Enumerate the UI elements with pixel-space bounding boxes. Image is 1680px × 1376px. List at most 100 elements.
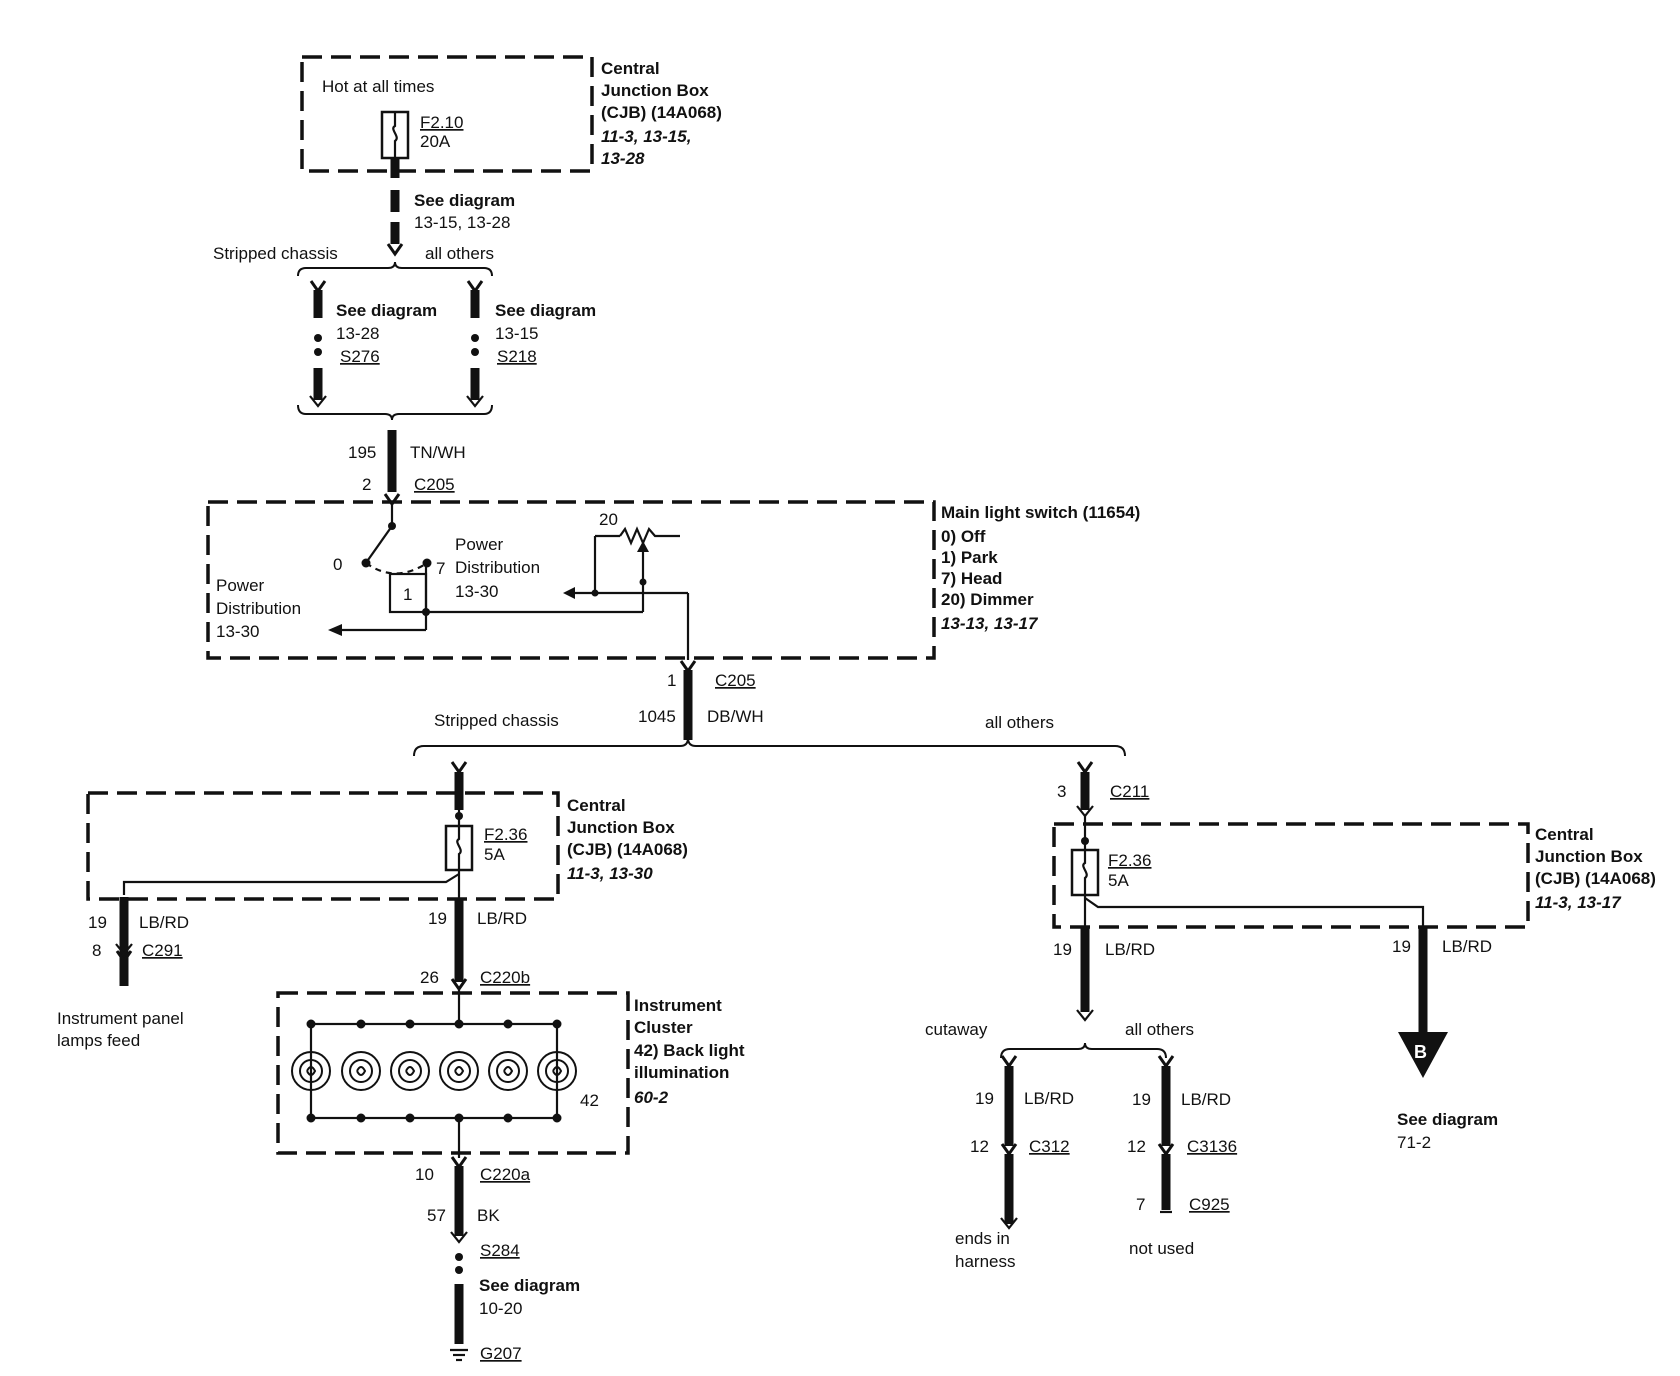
branch1-left-ref: 13-28 xyxy=(336,324,379,343)
cjb-right-w1-color: LB/RD xyxy=(1105,940,1155,959)
cjb-left-box xyxy=(86,791,560,901)
branch1-left-label: Stripped chassis xyxy=(213,244,338,263)
branch1-right-see: See diagram xyxy=(495,301,596,320)
splice-s284: S284 xyxy=(480,1241,520,1260)
splice-s276: S276 xyxy=(340,347,380,366)
cjb-left-title-2: Junction Box xyxy=(567,818,675,837)
branch1-right-label: all others xyxy=(425,244,494,263)
connector-c925: C925 xyxy=(1189,1195,1230,1214)
main-light-switch-box xyxy=(206,500,936,660)
cjb-right-w2-color: LB/RD xyxy=(1442,937,1492,956)
ends-in-harness-1: ends in xyxy=(955,1229,1010,1248)
branch1-left-see: See diagram xyxy=(336,301,437,320)
not-used-label: not used xyxy=(1129,1239,1194,1258)
cjb-top-title-1: Central xyxy=(601,59,660,78)
switch-pos-0-label: 0 xyxy=(333,555,342,574)
out-circuit: 1045 xyxy=(638,707,676,726)
ground-g207: G207 xyxy=(480,1344,522,1363)
fuse-right-amp: 5A xyxy=(1108,871,1129,890)
switch-pos-7-label: 7 xyxy=(436,559,445,578)
switch-refs: 13-13, 13-17 xyxy=(941,614,1039,633)
cluster-pin-in: 26 xyxy=(420,968,439,987)
connector-c291: C291 xyxy=(142,941,183,960)
cjb-top-title-3: (CJB) (14A068) xyxy=(601,103,722,122)
pd-left-3: 13-30 xyxy=(216,622,259,641)
cjb-left-w2-circuit: 19 xyxy=(428,909,447,928)
b-see-diagram: See diagram xyxy=(1397,1110,1498,1129)
branch3-l-color: LB/RD xyxy=(1024,1089,1074,1108)
fuse-f2-10-label: F2.10 xyxy=(420,113,463,132)
connector-b-label: B xyxy=(1414,1042,1427,1062)
cluster-ref: 60-2 xyxy=(634,1088,669,1107)
out-pin: 1 xyxy=(667,671,676,690)
pd-right-3: 13-30 xyxy=(455,582,498,601)
cluster-title-2: Cluster xyxy=(634,1018,693,1037)
brace-branch-3 xyxy=(1000,1042,1167,1059)
cjb-left-w2-color: LB/RD xyxy=(477,909,527,928)
ground-see-ref: 10-20 xyxy=(479,1299,522,1318)
connector-c211: C211 xyxy=(1110,782,1149,801)
branch3-r-color: LB/RD xyxy=(1181,1090,1231,1109)
ground-symbol xyxy=(450,1348,468,1362)
ends-in-harness-2: harness xyxy=(955,1252,1015,1271)
lamp-bus xyxy=(309,1022,559,1120)
branch3-r-circuit: 19 xyxy=(1132,1090,1151,1109)
feed-connector: C205 xyxy=(414,475,455,494)
cjb-top-refs-1: 11-3, 13-15, xyxy=(601,127,691,146)
connector-b-arrow xyxy=(1398,1032,1448,1078)
out-color: DB/WH xyxy=(707,707,764,726)
cluster-title-3: 42) Back light xyxy=(634,1041,745,1060)
switch-pos-off: 0) Off xyxy=(941,527,986,546)
cluster-title-4: illumination xyxy=(634,1063,729,1082)
lamps-feed-1: Instrument panel xyxy=(57,1009,184,1028)
branch3-r-pin2: 7 xyxy=(1136,1195,1145,1214)
cjb-top-refs-2: 13-28 xyxy=(601,149,645,168)
lamps-feed-2: lamps feed xyxy=(57,1031,140,1050)
cjb-left-title-1: Central xyxy=(567,796,626,815)
gnd-color: BK xyxy=(477,1206,500,1225)
fuse-left-label: F2.36 xyxy=(484,825,527,844)
switch-pos-head: 7) Head xyxy=(941,569,1002,588)
out-connector: C205 xyxy=(715,671,756,690)
cjb-right-w2-circuit: 19 xyxy=(1392,937,1411,956)
connector-c312: C312 xyxy=(1029,1137,1070,1156)
brace-branch-1 xyxy=(297,261,493,277)
branch3-r-pin: 12 xyxy=(1127,1137,1146,1156)
branch2-right-label: all others xyxy=(985,713,1054,732)
pd-right-2: Distribution xyxy=(455,558,540,577)
cjb-top-title-2: Junction Box xyxy=(601,81,709,100)
switch-pos-dimmer: 20) Dimmer xyxy=(941,590,1034,609)
fuse-left-amp: 5A xyxy=(484,845,505,864)
branch3-l-pin: 12 xyxy=(970,1137,989,1156)
cjb-right-title-3: (CJB) (14A068) xyxy=(1535,869,1656,888)
switch-title: Main light switch (11654) xyxy=(941,503,1140,522)
feed-pin: 2 xyxy=(362,475,371,494)
splice-s218: S218 xyxy=(497,347,537,366)
switch-pos-20-label: 20 xyxy=(599,510,618,529)
branch3-right-label: all others xyxy=(1125,1020,1194,1039)
cjb-left-w1-circuit: 19 xyxy=(88,913,107,932)
cluster-pin-out: 10 xyxy=(415,1165,434,1184)
cluster-title-1: Instrument xyxy=(634,996,722,1015)
connector-c220a: C220a xyxy=(480,1165,531,1184)
switch-pos-park: 1) Park xyxy=(941,548,998,567)
switch-pos-1-label: 1 xyxy=(403,585,412,604)
cjb-top-box xyxy=(300,55,594,173)
switch-blade xyxy=(367,525,393,561)
cjb-right-refs: 11-3, 13-17 xyxy=(1535,893,1622,912)
cjb-right-box xyxy=(1052,822,1530,929)
connector-c3136: C3136 xyxy=(1187,1137,1237,1156)
cjb-left-w1-pin: 8 xyxy=(92,941,101,960)
branch3-l-circuit: 19 xyxy=(975,1089,994,1108)
pd-left-1: Power xyxy=(216,576,265,595)
feed-color: TN/WH xyxy=(410,443,466,462)
cjb-right-title-2: Junction Box xyxy=(1535,847,1643,866)
cjb-right-pin-in: 3 xyxy=(1057,782,1066,801)
cjb-right-title-1: Central xyxy=(1535,825,1594,844)
gnd-circuit: 57 xyxy=(427,1206,446,1225)
cjb-left-refs: 11-3, 13-30 xyxy=(567,864,653,883)
fuse-right-label: F2.36 xyxy=(1108,851,1151,870)
cluster-lamp-label: 42 xyxy=(580,1091,599,1110)
cjb-left-w1-color: LB/RD xyxy=(139,913,189,932)
